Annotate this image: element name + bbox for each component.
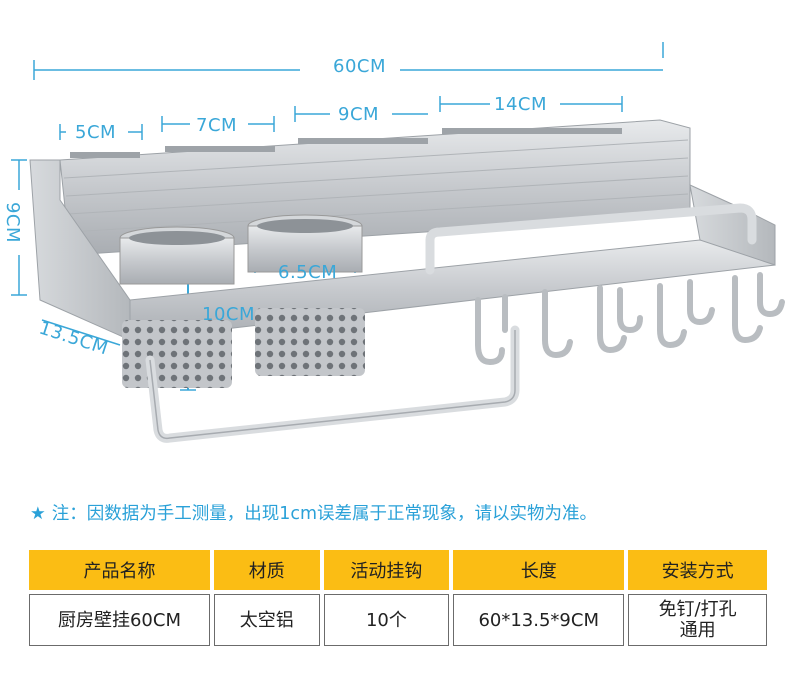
panel-ridges <box>63 139 689 233</box>
dimension-total-width: 60CM <box>333 56 387 77</box>
value-product-name: 厨房壁挂60CM <box>29 594 210 646</box>
spec-table: 产品名称 材质 活动挂钩 长度 安装方式 厨房壁挂60CM 太空铝 10个 60… <box>25 546 771 650</box>
dimension-section-1: 5CM <box>75 122 117 143</box>
side-bracket-left <box>29 159 131 341</box>
value-hooks: 10个 <box>323 594 450 646</box>
dimension-section-3: 9CM <box>338 104 380 125</box>
header-hooks: 活动挂钩 <box>323 550 450 590</box>
spec-header-row: 产品名称 材质 活动挂钩 长度 安装方式 <box>29 550 767 590</box>
value-length: 60*13.5*9CM <box>453 594 625 646</box>
knife-slots <box>70 128 622 158</box>
star-icon: ★ <box>30 504 46 524</box>
header-installation: 安装方式 <box>628 550 767 590</box>
header-length: 长度 <box>453 550 625 590</box>
towel-bar-outline <box>149 330 516 440</box>
dimension-section-4: 14CM <box>494 94 548 115</box>
utensil-cup-right <box>247 214 365 376</box>
hooks <box>475 272 785 366</box>
rail-top <box>425 203 757 275</box>
header-product-name: 产品名称 <box>29 550 210 590</box>
dimension-cup-height: 10CM <box>202 304 256 325</box>
header-material: 材质 <box>214 550 320 590</box>
value-installation: 免钉/打孔 通用 <box>628 594 767 646</box>
measurement-note: ★注：因数据为手工测量，出现1cm误差属于正常现象，请以实物为准。 <box>30 500 597 525</box>
product-illustration <box>11 42 785 443</box>
spec-value-row: 厨房壁挂60CM 太空铝 10个 60*13.5*9CM 免钉/打孔 通用 <box>29 594 767 646</box>
dimension-cup-diameter: 6.5CM <box>278 262 338 283</box>
dimension-section-2: 7CM <box>196 115 238 136</box>
dimension-height: 9CM <box>2 201 24 244</box>
value-material: 太空铝 <box>214 594 320 646</box>
note-text: 注：因数据为手工测量，出现1cm误差属于正常现象，请以实物为准。 <box>51 504 598 524</box>
